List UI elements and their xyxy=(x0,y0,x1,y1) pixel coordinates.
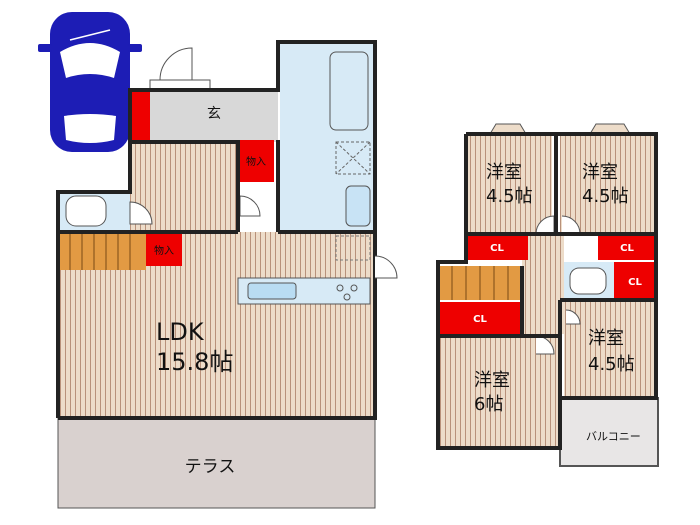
toilet xyxy=(65,195,107,227)
door-swing xyxy=(565,309,581,325)
closet-label: CL xyxy=(490,243,504,254)
door-swing xyxy=(535,215,555,235)
balcony xyxy=(559,397,659,467)
room-nw-name: 洋室 xyxy=(486,162,522,183)
wash-basin xyxy=(345,185,371,227)
closet xyxy=(598,234,656,260)
room-ne xyxy=(560,134,656,234)
storage-top xyxy=(238,140,274,182)
storage-door-swing xyxy=(239,195,261,217)
toilet-2f xyxy=(569,267,607,295)
kitchen-sink xyxy=(247,282,297,300)
floor-2: バルコニー CL CL CL CL xyxy=(436,123,659,467)
room-ne-name: 洋室 xyxy=(582,162,618,183)
room-se-size: 4.5帖 xyxy=(588,354,635,375)
room-nw-size: 4.5帖 xyxy=(486,186,533,207)
room-sw-size: 6帖 xyxy=(474,394,503,415)
bathtub xyxy=(329,51,369,131)
terrace-label: テラス xyxy=(185,457,236,477)
closet xyxy=(466,234,528,260)
floor-1: テラス 玄 物入 xyxy=(56,40,398,509)
closet xyxy=(438,302,522,334)
wall xyxy=(436,132,658,450)
washing-machine xyxy=(335,141,371,175)
bay-window xyxy=(489,123,527,135)
closet-label: CL xyxy=(473,314,487,325)
ldk-label: LDK xyxy=(156,318,205,346)
stove-burner xyxy=(336,284,344,292)
storage-top-label: 物入 xyxy=(246,155,266,168)
room-sw xyxy=(438,336,560,448)
room-sw-name: 洋室 xyxy=(474,370,510,391)
room-se-name: 洋室 xyxy=(588,328,624,349)
side-door-swing xyxy=(374,255,398,279)
closet-label: CL xyxy=(620,243,634,254)
storage-stairs xyxy=(146,234,182,266)
room-nw xyxy=(466,134,552,234)
stove-burner xyxy=(350,284,358,292)
closet xyxy=(614,262,656,300)
ldk-size-label: 15.8帖 xyxy=(156,348,233,376)
entry-door-swing xyxy=(159,47,193,81)
room-ne-size: 4.5帖 xyxy=(582,186,629,207)
entrance-label: 玄 xyxy=(207,105,221,122)
fridge-space xyxy=(335,235,371,261)
balcony-label: バルコニー xyxy=(586,430,641,443)
toilet-door-swing xyxy=(129,201,153,225)
terrace xyxy=(57,417,376,509)
entrance xyxy=(150,90,278,142)
hallway-2f xyxy=(522,234,564,334)
storage-stairs-label: 物入 xyxy=(154,244,174,257)
stairs xyxy=(58,232,146,270)
bay-window xyxy=(589,123,631,135)
closet-label: CL xyxy=(628,277,642,288)
car-icon xyxy=(38,12,142,152)
stove-burner xyxy=(343,293,351,301)
room-se xyxy=(564,302,656,398)
shoe-closet xyxy=(132,92,150,140)
hall-lower xyxy=(238,232,375,282)
